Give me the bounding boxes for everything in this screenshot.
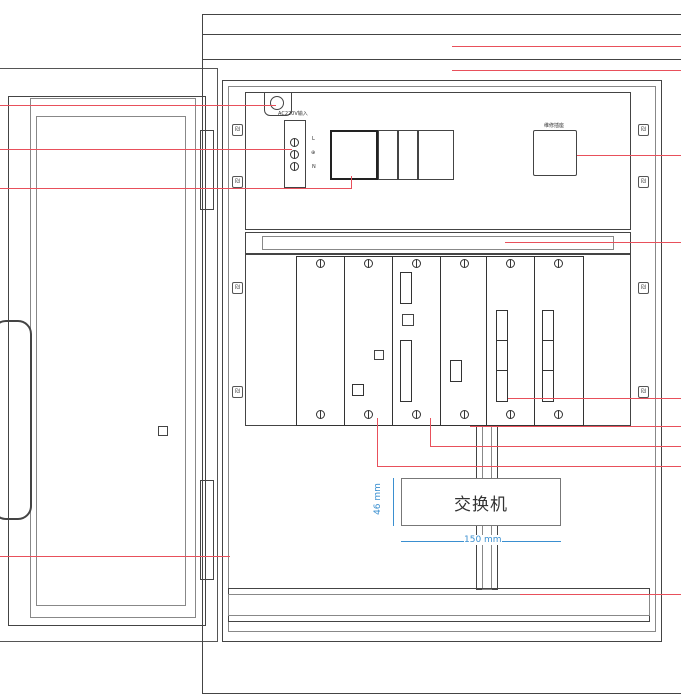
service-socket [533,130,577,176]
rack-module [486,256,536,426]
terminal-screw [290,150,299,159]
terminal-connector [496,370,508,402]
cabinet-door [0,68,218,642]
circuit-breaker [330,130,378,180]
mount-hook-icon: ₪ [638,282,649,294]
terminal-l-label: L [312,136,315,142]
cabinet-top-band [202,34,681,60]
leader-line [0,556,230,557]
cable-gland-icon [270,96,284,110]
leader-line [377,418,378,466]
door-lock-handle [0,320,32,520]
module-screw [554,410,563,419]
leader-line [577,155,681,156]
terminal-connector [542,370,554,402]
terminal-n-label: N [312,164,316,170]
leader-line [0,149,292,150]
width-dimension-label: 150 mm [464,535,502,545]
power-supply-module [398,130,418,180]
door-latch [158,426,168,436]
leader-line [430,446,681,447]
mount-hook-icon: ₪ [638,124,649,136]
door-hinge-top [200,130,214,210]
rack-module [344,256,394,426]
leader-line [470,426,681,427]
mount-hook-icon: ₪ [232,282,243,294]
terminal-pe-label: ⊕ [311,150,316,156]
power-supply-module [378,130,398,180]
door-hinge-bottom [200,480,214,580]
module-screw [316,410,325,419]
module-screw [364,259,373,268]
terminal-connector [450,360,462,382]
leader-line [508,398,681,399]
terminal-connector [496,310,508,342]
terminal-block [284,120,306,188]
height-dimension-line [393,478,394,526]
network-switch: 交换机 [401,478,561,526]
terminal-connector [400,272,412,304]
module-screw [412,259,421,268]
terminal-connector [542,310,554,342]
leader-line [0,105,276,106]
leader-line [0,188,352,189]
module-screw [506,410,515,419]
door-inner-frame-2 [36,116,186,606]
leader-line [452,46,681,47]
module-display [374,350,384,360]
terminal-connector [542,340,554,372]
switch-label: 交换机 [454,494,508,515]
power-panel [245,92,631,230]
mount-hook-icon: ₪ [638,386,649,398]
module-screw [364,410,373,419]
module-screw [412,410,421,419]
cable-trough-inner [262,236,614,250]
door-inner-panel [8,96,206,626]
ethernet-port [402,314,414,326]
mount-hook-icon: ₪ [638,176,649,188]
terminal-connector [496,340,508,372]
terminal-screw [290,162,299,171]
terminal-connector [352,384,364,396]
mount-hook-icon: ₪ [232,176,243,188]
leader-line [351,176,352,188]
leader-line [377,466,681,467]
module-screw [460,410,469,419]
module-screw [554,259,563,268]
leader-line [452,70,681,71]
terminal-connector [400,340,412,402]
mount-hook-icon: ₪ [232,124,243,136]
leader-line [505,242,681,243]
cabinet-inner-frame-2 [228,86,656,632]
bottom-trough-inner [228,594,650,616]
terminal-screw [290,138,299,147]
ac-input-label: AC220V输入 [278,111,308,117]
service-socket-label: 维修插座 [544,123,565,129]
power-supply-module [418,130,454,180]
cabinet-inner-frame [222,80,662,642]
module-screw [506,259,515,268]
leader-line [520,594,681,595]
cable-trough [245,232,631,254]
module-screw [316,259,325,268]
rack-module [296,256,346,426]
ac-input-gland [264,92,292,116]
mount-hook-icon: ₪ [232,386,243,398]
module-screw [460,259,469,268]
leader-line [430,418,431,446]
rack-module [440,256,488,426]
height-dimension-label: 46 mm [372,483,383,515]
